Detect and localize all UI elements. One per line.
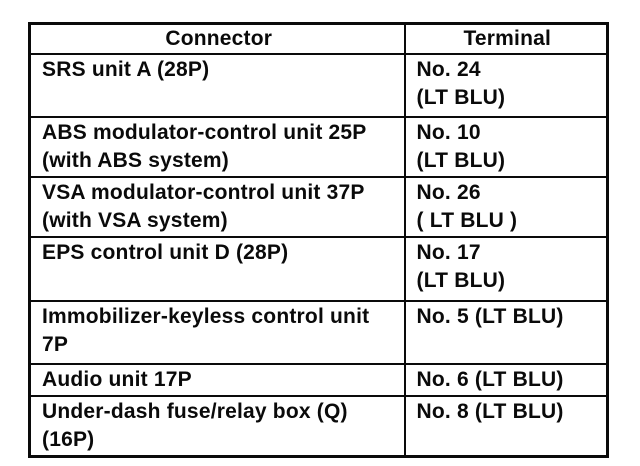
table-row: VSA modulator-control unit 37P (with VSA…: [28, 176, 609, 238]
table-row: Immobilizer-keyless control unit 7P No. …: [28, 300, 609, 365]
connector-cell: ABS modulator-control unit 25P (with ABS…: [28, 116, 406, 178]
table-row: EPS control unit D (28P) No. 17 (LT BLU): [28, 236, 609, 302]
connector-terminal-table: Connector Terminal SRS unit A (28P) No. …: [28, 22, 609, 458]
table-row: ABS modulator-control unit 25P (with ABS…: [28, 116, 609, 178]
terminal-cell: No. 17 (LT BLU): [403, 236, 609, 302]
terminal-cell: No. 8 (LT BLU): [403, 395, 609, 458]
connector-cell: Immobilizer-keyless control unit 7P: [28, 300, 406, 365]
connector-cell: EPS control unit D (28P): [28, 236, 406, 302]
table-header-row: Connector Terminal: [28, 22, 609, 55]
table-row: SRS unit A (28P) No. 24 (LT BLU): [28, 53, 609, 118]
terminal-cell: No. 6 (LT BLU): [403, 363, 609, 397]
terminal-cell: No. 5 (LT BLU): [403, 300, 609, 365]
connector-cell: Audio unit 17P: [28, 363, 406, 397]
table-row: Under-dash fuse/relay box (Q) (16P) No. …: [28, 395, 609, 458]
connector-cell: Under-dash fuse/relay box (Q) (16P): [28, 395, 406, 458]
connector-cell: SRS unit A (28P): [28, 53, 406, 118]
table-row: Audio unit 17P No. 6 (LT BLU): [28, 363, 609, 397]
connector-column-header: Connector: [28, 22, 406, 55]
terminal-cell: No. 10 (LT BLU): [403, 116, 609, 178]
terminal-column-header: Terminal: [403, 22, 609, 55]
terminal-cell: No. 24 (LT BLU): [403, 53, 609, 118]
connector-cell: VSA modulator-control unit 37P (with VSA…: [28, 176, 406, 238]
terminal-cell: No. 26 ( LT BLU ): [403, 176, 609, 238]
